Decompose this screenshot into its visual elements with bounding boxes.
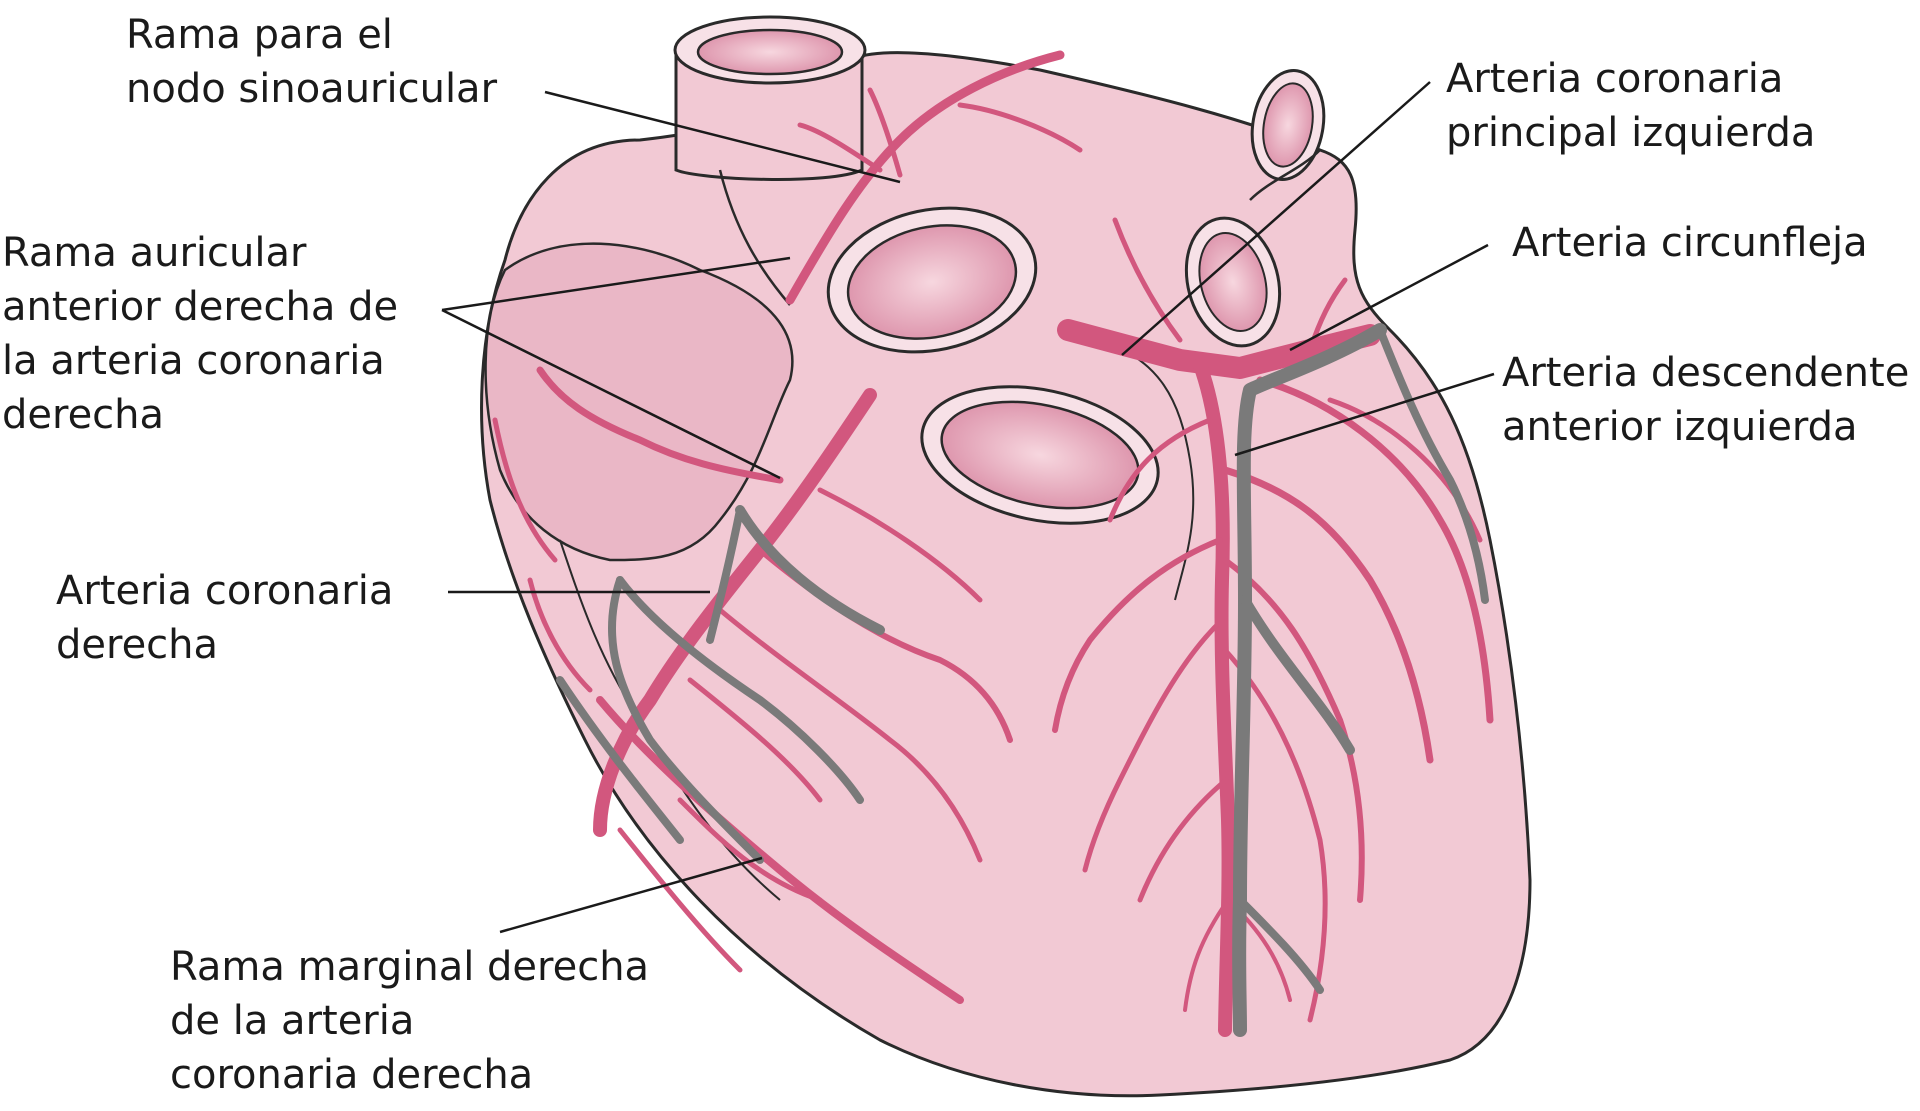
label-circumflex-artery: Arteria circunfleja	[1512, 216, 1868, 270]
label-line: Arteria descendente	[1502, 350, 1910, 396]
leader-lines	[441, 81, 1495, 934]
label-line: nodo sinoauricular	[126, 66, 498, 112]
label-line: Rama auricular	[2, 230, 307, 276]
label-line: Rama para el	[126, 12, 393, 58]
label-line: Arteria coronaria	[1446, 56, 1784, 102]
label-line: la arteria coronaria	[2, 338, 385, 384]
right-marginal-vessel	[596, 696, 964, 1004]
label-line: Rama marginal derecha	[170, 944, 650, 990]
label-line: derecha	[56, 622, 219, 668]
label-left-anterior-descending: Arteria descendente anterior izquierda	[1502, 346, 1909, 454]
label-line: Arteria circunfleja	[1512, 220, 1868, 266]
label-line: derecha	[2, 392, 165, 438]
veins	[556, 323, 1489, 1037]
left-main-coronary-vessel	[1057, 319, 1381, 379]
label-line: Arteria coronaria	[56, 568, 394, 614]
label-left-main-coronary: Arteria coronaria principal izquierda	[1446, 52, 1815, 160]
label-line: coronaria derecha	[170, 1052, 534, 1098]
right-atrium-shade	[484, 242, 794, 562]
label-right-marginal-branch: Rama marginal derecha de la arteria coro…	[170, 940, 649, 1102]
label-line: principal izquierda	[1446, 110, 1816, 156]
label-line: anterior izquierda	[1502, 404, 1858, 450]
aorta	[674, 48, 864, 181]
label-right-atrial-branch: Rama auricular anterior derecha de la ar…	[2, 226, 398, 442]
label-line: anterior derecha de	[2, 284, 399, 330]
label-line: de la arteria	[170, 998, 415, 1044]
right-atrial-branch-vessel	[536, 366, 784, 484]
label-sa-node-branch: Rama para el nodo sinoauricular	[126, 8, 497, 116]
label-right-coronary-artery: Arteria coronaria derecha	[56, 564, 393, 672]
lad-vessel	[1193, 358, 1236, 1037]
sa-node-branch-vessel	[785, 50, 1065, 305]
